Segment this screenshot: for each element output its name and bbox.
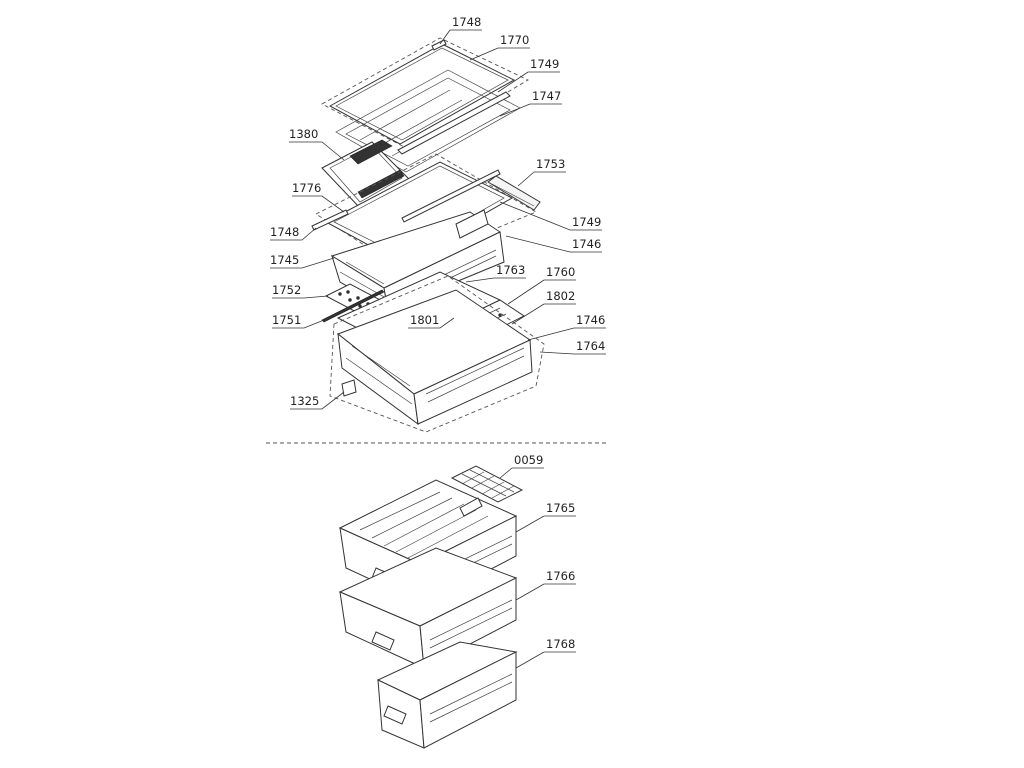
callout-1748-top: 1748 xyxy=(439,15,482,45)
label-1325: 1325 xyxy=(290,394,319,408)
ice-tray-0059 xyxy=(450,465,524,503)
callout-1749-top: 1749 xyxy=(497,57,560,93)
callout-0059: 0059 xyxy=(499,453,544,479)
callout-1748-mid: 1748 xyxy=(270,225,317,241)
freezer-drawer-1766 xyxy=(338,547,518,669)
label-1749-top: 1749 xyxy=(530,57,559,71)
callout-1801: 1801 xyxy=(408,313,455,329)
callout-1325: 1325 xyxy=(290,391,345,410)
glass-shelf-group xyxy=(321,37,529,173)
label-0059: 0059 xyxy=(514,453,543,467)
callout-1751: 1751 xyxy=(272,313,325,329)
label-1746-top: 1746 xyxy=(572,237,601,251)
dashed-outline-1770 xyxy=(321,37,529,151)
callout-1746-bottom: 1746 xyxy=(527,313,606,341)
side-rail-1753 xyxy=(487,175,541,211)
glass-shelf-top xyxy=(328,43,516,145)
callout-1752: 1752 xyxy=(272,283,329,299)
label-1763: 1763 xyxy=(496,263,525,277)
callout-1768: 1768 xyxy=(515,637,576,669)
callout-1745: 1745 xyxy=(270,253,335,269)
label-1749-mid: 1749 xyxy=(572,215,601,229)
callout-1763: 1763 xyxy=(465,263,526,283)
callout-1760: 1760 xyxy=(507,265,576,305)
label-1380: 1380 xyxy=(289,127,318,141)
freezer-drawer-1768 xyxy=(376,641,518,749)
callout-1746-top: 1746 xyxy=(505,235,602,253)
label-1747: 1747 xyxy=(532,89,561,103)
label-1745: 1745 xyxy=(270,253,299,267)
label-1751: 1751 xyxy=(272,313,301,327)
callout-1766: 1766 xyxy=(515,569,576,601)
callout-1380: 1380 xyxy=(289,127,345,161)
callout-1802: 1802 xyxy=(511,289,576,325)
callout-1747: 1747 xyxy=(499,89,562,117)
callout-1764: 1764 xyxy=(539,339,606,355)
callout-1749-mid: 1749 xyxy=(499,201,602,231)
label-1748-top: 1748 xyxy=(452,15,481,29)
callout-1770: 1770 xyxy=(469,33,530,61)
label-1752: 1752 xyxy=(272,283,301,297)
label-1746-bottom: 1746 xyxy=(576,313,605,327)
foot-1325 xyxy=(341,379,357,397)
label-1801: 1801 xyxy=(410,313,439,327)
label-1770: 1770 xyxy=(500,33,529,47)
callout-1753: 1753 xyxy=(517,157,566,187)
label-1802: 1802 xyxy=(546,289,575,303)
label-1776: 1776 xyxy=(292,181,321,195)
label-1768: 1768 xyxy=(546,637,575,651)
label-1765: 1765 xyxy=(546,501,575,515)
lower-drawer-1764 xyxy=(329,275,545,433)
callout-1765: 1765 xyxy=(515,501,576,533)
callout-1776: 1776 xyxy=(292,181,345,213)
label-1760: 1760 xyxy=(546,265,575,279)
trim-strip-1748-top xyxy=(431,39,447,51)
label-1766: 1766 xyxy=(546,569,575,583)
label-1748-mid: 1748 xyxy=(270,225,299,239)
label-1753: 1753 xyxy=(536,157,565,171)
label-1764: 1764 xyxy=(576,339,605,353)
rod-1751 xyxy=(321,289,385,323)
